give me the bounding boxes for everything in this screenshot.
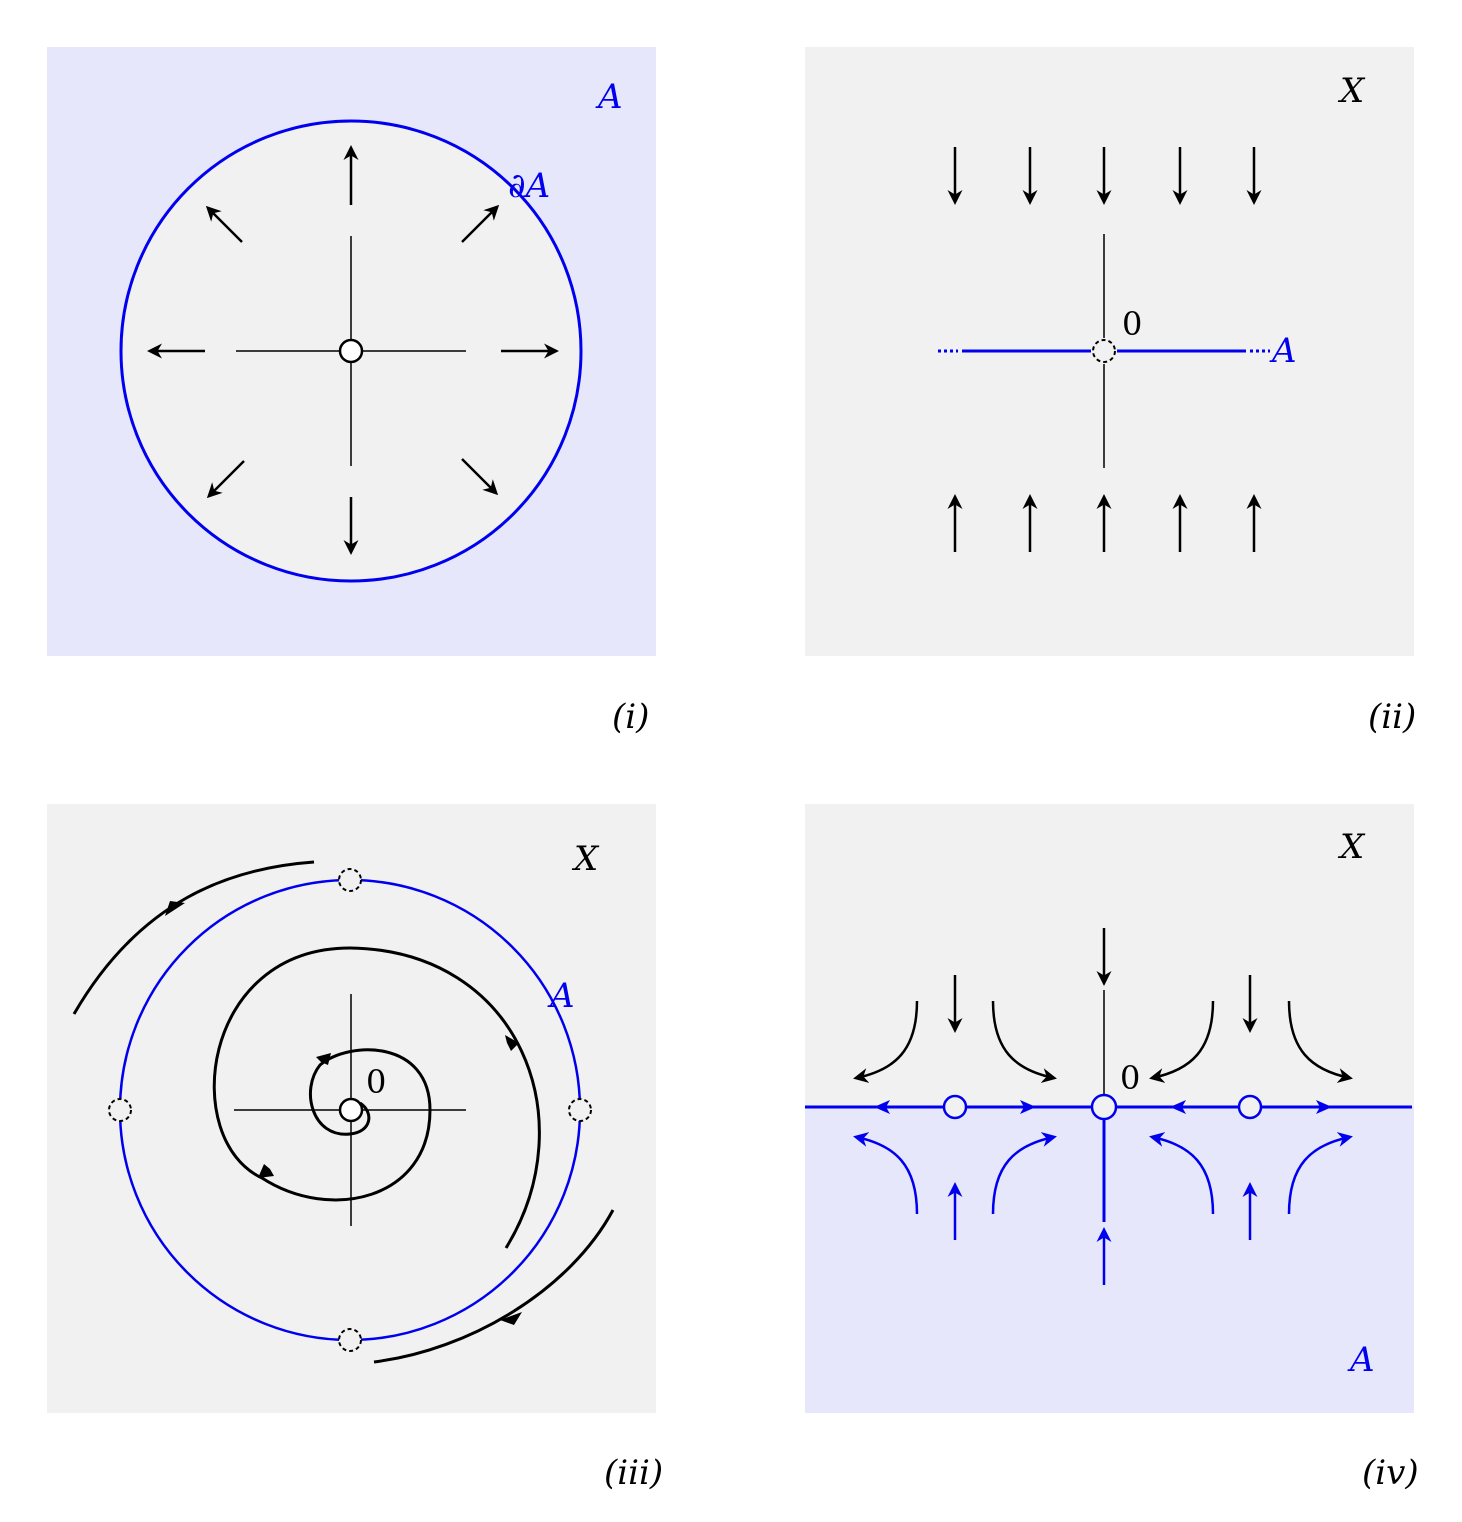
origin-label: 0 [1122, 305, 1142, 343]
arrow-up-left [205, 205, 243, 243]
curved-arrow [991, 1132, 1057, 1215]
origin-label: 0 [1120, 1059, 1140, 1097]
curved-arrow [1149, 1132, 1215, 1215]
outer-arrowhead-bottom [500, 1312, 522, 1325]
fixed-point-left [942, 1094, 968, 1120]
set-label: A [595, 77, 623, 117]
caption-ii: (ii) [1368, 697, 1416, 737]
outer-arrowhead-top [165, 901, 185, 916]
caption-iv: (iv) [1362, 1453, 1419, 1493]
spiral-arrowhead [505, 1035, 519, 1051]
outer-trajectory-top [72, 860, 315, 1015]
origin-point [1090, 1093, 1118, 1121]
caption-i: (i) [612, 697, 649, 737]
fixed-point-bottom [338, 1328, 362, 1352]
spiral-arrowheads [258, 1035, 519, 1178]
fixed-point-left [108, 1098, 132, 1122]
lower-flow-arrows [853, 1132, 1353, 1285]
curved-arrow [991, 1000, 1057, 1083]
curved-arrow [1287, 1132, 1353, 1215]
boundary-label: ∂A [508, 166, 550, 206]
space-label: X [1337, 71, 1366, 111]
radial-arrows [147, 145, 559, 555]
origin-point [338, 1097, 364, 1123]
curved-arrow [1149, 1000, 1215, 1083]
panel-iii: 0 A X (iii) [47, 804, 663, 1493]
set-label: A [1347, 1340, 1375, 1380]
panel-ii: 0 A X (ii) [805, 47, 1416, 737]
space-label: X [571, 839, 600, 879]
space-label: X [1337, 827, 1366, 867]
upward-arrows [947, 494, 1262, 552]
panel-iv: 0 X A (iv) [805, 804, 1419, 1493]
spiral-arrowhead [258, 1164, 274, 1178]
boundary-arrowhead-right [1020, 1100, 1036, 1114]
boundary-arrowheads [874, 1100, 1332, 1114]
fixed-point-right [1237, 1094, 1263, 1120]
panel-iv-upper-background [805, 804, 1414, 1107]
fixed-point-top [338, 868, 362, 892]
curved-arrow [853, 1000, 919, 1083]
boundary-arrowhead-left [1170, 1100, 1186, 1114]
downward-arrows [947, 147, 1262, 205]
spiral-trajectory [212, 946, 541, 1249]
origin-label: 0 [366, 1063, 386, 1101]
curved-arrow [1287, 1000, 1353, 1083]
origin-excluded-point [1092, 339, 1116, 363]
panel-iv-set-region [805, 1107, 1414, 1413]
origin-point [338, 338, 364, 364]
spiral-arrowhead [316, 1053, 331, 1065]
curved-arrow [853, 1132, 919, 1215]
set-label: A [547, 976, 575, 1016]
boundary-arrowhead-right [1316, 1100, 1332, 1114]
fixed-point-right [568, 1098, 592, 1122]
upper-flow-arrows [853, 928, 1353, 1083]
panel-i: A ∂A (i) [47, 47, 656, 737]
caption-iii: (iii) [604, 1453, 663, 1493]
arrow-up-right [461, 204, 500, 243]
arrow-down-left [206, 460, 245, 499]
boundary-arrowhead-left [874, 1100, 890, 1114]
outer-trajectory-bottom [373, 1209, 615, 1364]
set-label: A [1269, 331, 1297, 371]
arrow-down-right [461, 458, 499, 496]
